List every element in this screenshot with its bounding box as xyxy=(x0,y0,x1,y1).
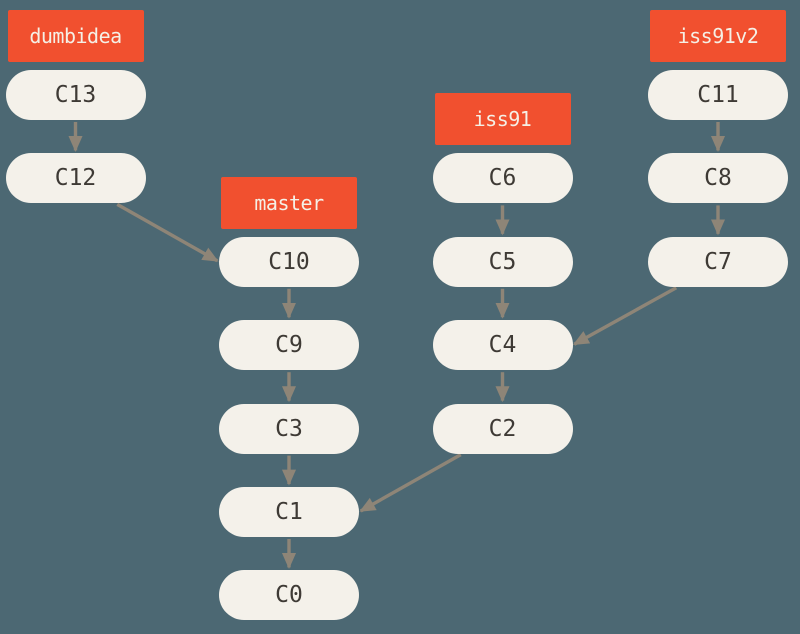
branch-label-iss91v2: iss91v2 xyxy=(650,10,786,62)
commit-node-c12: C12 xyxy=(5,153,146,204)
commit-node-c3: C3 xyxy=(219,403,359,454)
commit-node-c11: C11 xyxy=(648,70,788,120)
commit-node-c0: C0 xyxy=(219,570,359,621)
branch-label-master: master xyxy=(221,176,357,229)
commit-node-c8: C8 xyxy=(648,153,788,204)
commit-node-c2: C2 xyxy=(432,403,573,454)
commit-node-c9: C9 xyxy=(219,320,359,371)
commit-node-c1: C1 xyxy=(219,487,359,537)
edge-c7-to-c4 xyxy=(572,286,678,346)
commit-node-c5: C5 xyxy=(432,236,573,287)
edge-c12-to-c10 xyxy=(116,202,219,263)
branch-label-iss91: iss91 xyxy=(434,93,571,146)
commit-node-c13: C13 xyxy=(5,70,146,120)
commit-node-c6: C6 xyxy=(432,153,573,204)
edge-c2-to-c1 xyxy=(359,453,462,513)
commit-node-c10: C10 xyxy=(219,236,359,287)
commit-node-c7: C7 xyxy=(648,236,788,287)
branch-label-dumbidea: dumbidea xyxy=(7,10,144,62)
commit-node-c4: C4 xyxy=(432,320,573,371)
